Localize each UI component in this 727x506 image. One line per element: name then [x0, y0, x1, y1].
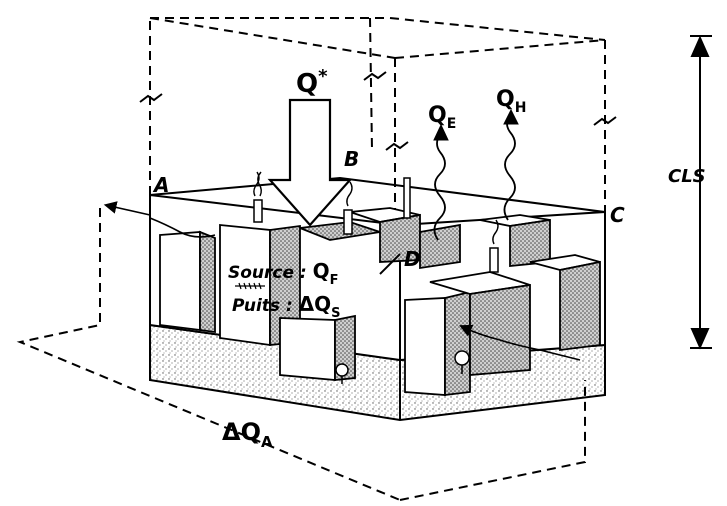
corner-b-label: B: [344, 147, 359, 171]
chimneys: [253, 177, 499, 273]
ground-flow-arrow: [459, 324, 581, 361]
canopy-box: [149, 176, 606, 362]
corner-a-label: A: [152, 173, 169, 197]
upper-dashed-box: [149, 17, 606, 250]
corner-d-label: D: [404, 247, 421, 271]
cls-height-arrow: [690, 35, 712, 350]
advection-arrow: [103, 201, 216, 238]
q-e-label: QE: [428, 103, 456, 132]
q-star-label: Q*: [296, 66, 328, 99]
delta-q-a-label: ΔQA: [222, 418, 273, 451]
latent-heat-arrow: [433, 123, 449, 241]
net-radiation-arrow: [267, 98, 353, 227]
source-label: Source : QF: [228, 259, 339, 288]
cls-label: CLS: [668, 166, 706, 187]
sensible-heat-arrow: [503, 108, 519, 221]
source-sink-marks: [235, 253, 401, 290]
break-marks: [139, 71, 617, 151]
puits-label: Puits : ΔQS: [232, 292, 341, 321]
vegetation: [335, 350, 470, 384]
advection-floor-outline: [16, 208, 586, 501]
q-h-label: QH: [496, 87, 526, 116]
chimney-plumes: [253, 171, 499, 245]
corner-c-label: C: [610, 203, 625, 227]
buildings: [159, 207, 601, 397]
